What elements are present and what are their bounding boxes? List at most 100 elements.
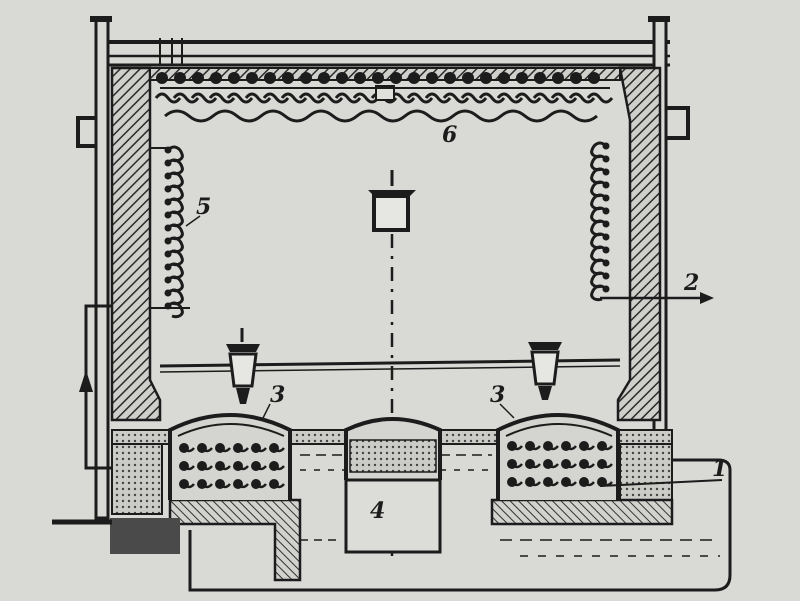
chamber-coil-link — [511, 481, 523, 487]
roof-coil-loop — [318, 72, 330, 84]
roof-heating-elements — [154, 72, 614, 104]
roof-element-wave — [164, 109, 598, 123]
roof-coil-wave — [460, 92, 488, 104]
chamber-coil-link — [583, 463, 595, 469]
left-terminal-hook — [76, 116, 96, 148]
right-brick-wall — [616, 66, 662, 422]
roof-coil-wave — [226, 92, 254, 104]
chamber-coil-link — [565, 445, 577, 451]
wall-coil-turn — [590, 284, 608, 302]
label-6: 6 — [442, 122, 457, 148]
center-chamber — [344, 417, 442, 554]
roof-frame — [100, 38, 670, 67]
chamber-coil-link — [529, 481, 541, 487]
chamber-coil-link — [219, 465, 231, 471]
roof-coil-loop — [408, 72, 420, 84]
wall-coil-turn — [166, 301, 184, 319]
roof-coil-loop — [192, 72, 204, 84]
roof-coil-loop — [444, 72, 456, 84]
chamber-coil-link — [511, 445, 523, 451]
outlet-line-1 — [599, 479, 723, 487]
chamber-coil-link — [183, 465, 195, 471]
chamber-coil-link — [183, 483, 195, 489]
roof-coil-wave — [406, 92, 434, 104]
roof-coil-loop — [282, 72, 294, 84]
roof-coil-loop — [390, 72, 402, 84]
label-3-right: 3 — [490, 382, 505, 408]
roof-coil-wave — [496, 92, 524, 104]
chamber-coil-link — [529, 445, 541, 451]
chamber-coil-link — [201, 483, 213, 489]
chamber-coil-link — [583, 445, 595, 451]
roof-coil-loop — [156, 72, 168, 84]
chamber-coil-link — [547, 445, 559, 451]
chamber-coil-link — [273, 483, 285, 489]
right-nozzle — [528, 342, 562, 400]
label-2: 2 — [683, 270, 699, 296]
roof-coil-wave — [154, 92, 182, 104]
roof-coil-wave — [550, 92, 578, 104]
roof-coil-wave — [568, 92, 596, 104]
chamber-coil-link — [201, 465, 213, 471]
chamber-coil-link — [255, 465, 267, 471]
roof-coil-loop — [462, 72, 474, 84]
chamber-coil-link — [601, 445, 613, 451]
roof-coil-wave — [478, 92, 506, 104]
chamber-coil-link — [219, 483, 231, 489]
roof-coil-wave — [280, 92, 308, 104]
chamber-coil-link — [547, 463, 559, 469]
right-chamber-coils — [507, 441, 613, 487]
roof-coil-loop — [426, 72, 438, 84]
roof-coil-wave — [424, 92, 452, 104]
roof-coil-wave — [514, 92, 542, 104]
roof-coil-wave — [352, 92, 380, 104]
roof-coil-wave — [208, 92, 236, 104]
chamber-coil-link — [237, 465, 249, 471]
left-wall-heating-coil — [150, 145, 190, 319]
roof-coil-wave — [334, 92, 362, 104]
outlet-arrow-2 — [600, 292, 714, 304]
roof-coil-loop — [516, 72, 528, 84]
roof-coil-wave — [244, 92, 272, 104]
chamber-coil-link — [183, 447, 195, 453]
chamber-coil-link — [583, 481, 595, 487]
chamber-coil-link — [565, 481, 577, 487]
roof-coil-wave — [532, 92, 560, 104]
chamber-coil-link — [273, 465, 285, 471]
roof-coil-loop — [552, 72, 564, 84]
chamber-coil-link — [201, 447, 213, 453]
left-return-pipe — [79, 304, 112, 470]
label-1: 1 — [712, 456, 727, 482]
chamber-coil-link — [547, 481, 559, 487]
right-wall-heating-coil — [590, 141, 610, 302]
chamber-coil-link — [529, 463, 541, 469]
roof-coil-wave — [586, 92, 614, 104]
roof-coil-loop — [264, 72, 276, 84]
chamber-coil-link — [273, 447, 285, 453]
chamber-coil-link — [237, 447, 249, 453]
left-nozzle — [226, 328, 260, 404]
roof-coil-wave — [298, 92, 326, 104]
roof-coil-loop — [210, 72, 222, 84]
roof-center-fitting — [375, 85, 395, 101]
roof-coil-loop — [570, 72, 582, 84]
right-arch-chamber — [496, 413, 620, 500]
chamber-coil-link — [237, 483, 249, 489]
roof-coil-loop — [246, 72, 258, 84]
roof-coil-wave — [172, 92, 200, 104]
chamber-coil-link — [565, 463, 577, 469]
roof-coil-loop — [588, 72, 600, 84]
label-5: 5 — [196, 194, 211, 220]
roof-coil-wave — [316, 92, 344, 104]
roof-coil-loop — [372, 72, 384, 84]
top-center-lamp — [368, 170, 416, 232]
label-3-left: 3 — [270, 382, 285, 408]
roof-coil-loop — [174, 72, 186, 84]
left-chamber-coils — [179, 443, 285, 489]
bath-tank — [188, 454, 732, 592]
label-leaders — [185, 215, 515, 421]
roof-coil-loop — [228, 72, 240, 84]
roof-coil-loop — [300, 72, 312, 84]
roof-coil-wave — [442, 92, 470, 104]
